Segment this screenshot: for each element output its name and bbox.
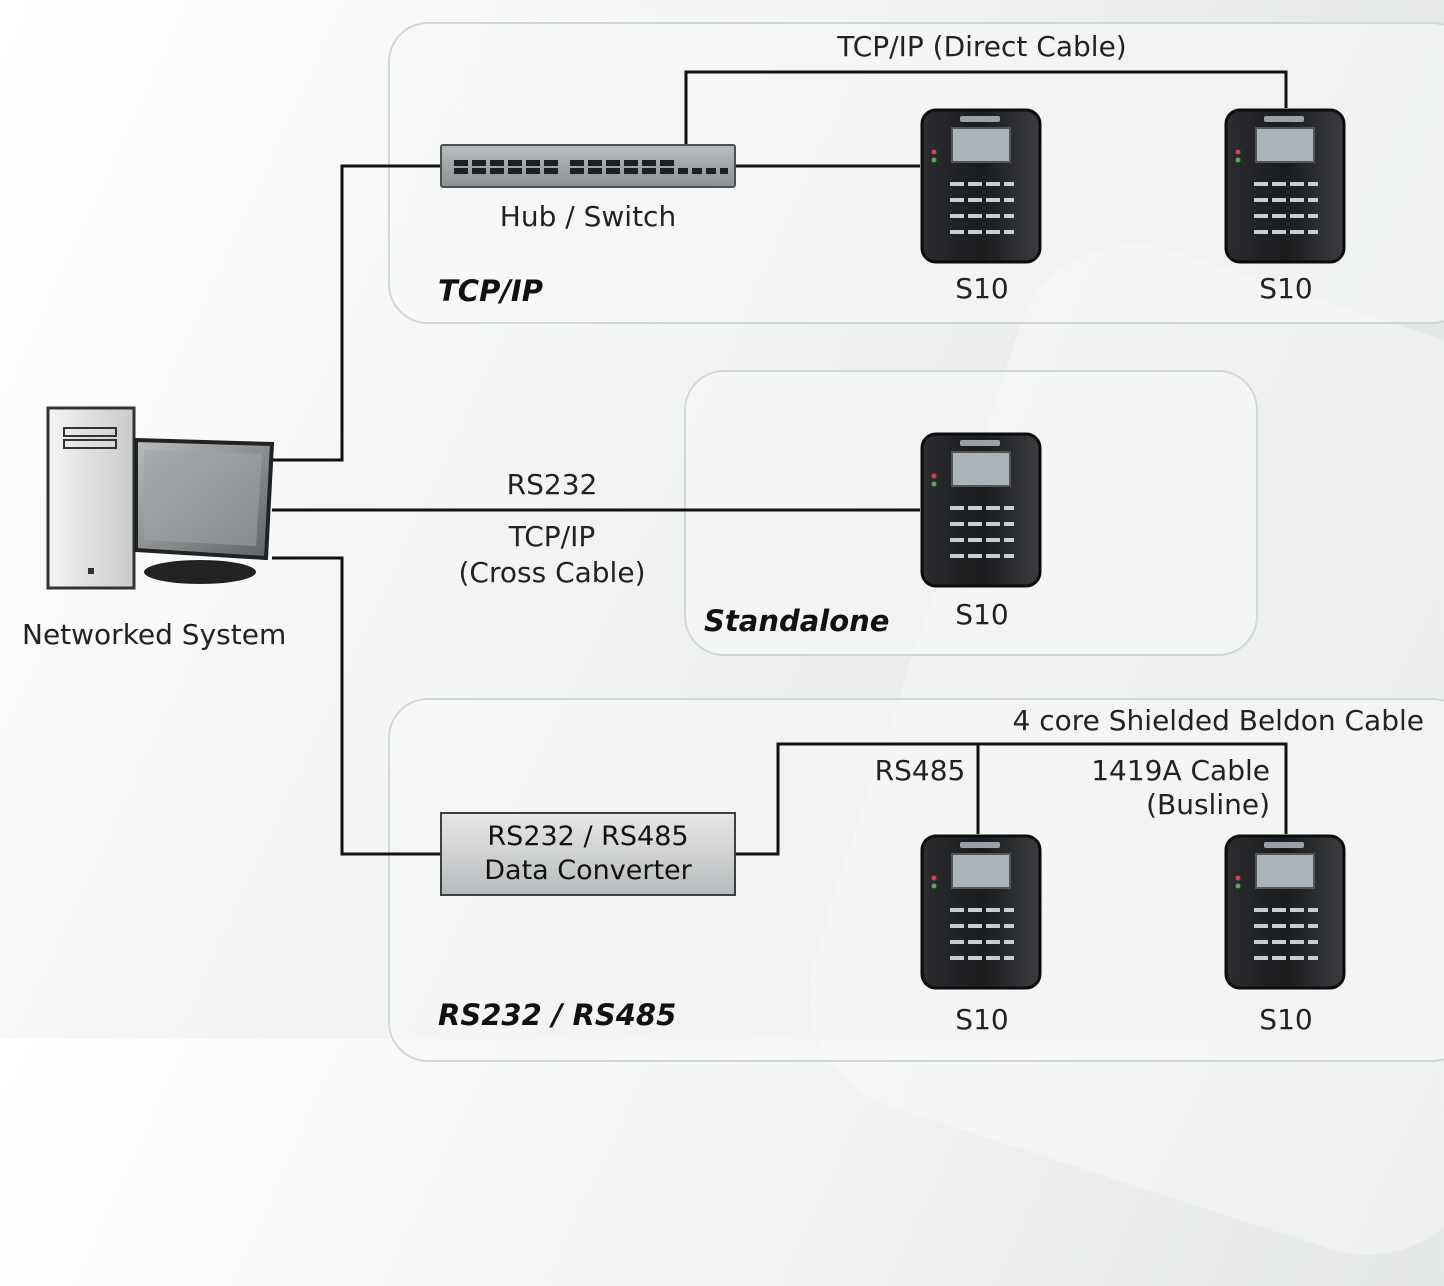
beldon-cable-label: 4 core Shielded Beldon Cable bbox=[1012, 704, 1425, 737]
group-title-rs: RS232 / RS485 bbox=[438, 998, 677, 1032]
hub-switch-icon bbox=[440, 144, 736, 188]
device-label-rs2: S10 bbox=[1259, 1003, 1313, 1036]
wire-direct-cable bbox=[684, 70, 1288, 144]
device-label-tcp1: S10 bbox=[955, 272, 1009, 305]
wire-converter-bus bbox=[736, 742, 1288, 856]
s10-device-icon bbox=[920, 432, 1042, 588]
device-label-rs1: S10 bbox=[955, 1003, 1009, 1036]
computer-label: Networked System bbox=[22, 618, 287, 651]
networked-computer-icon bbox=[40, 400, 280, 590]
data-converter-box: RS232 / RS485 Data Converter bbox=[440, 812, 736, 896]
converter-line1: RS232 / RS485 bbox=[487, 821, 689, 852]
cable-1419-line2: (Busline) bbox=[1146, 788, 1270, 821]
s10-device-icon bbox=[1224, 834, 1346, 990]
group-title-tcpip: TCP/IP bbox=[438, 274, 543, 308]
cable-1419-line1: 1419A Cable bbox=[1091, 754, 1270, 787]
s10-device-icon bbox=[920, 108, 1042, 264]
connection-wires bbox=[272, 70, 1288, 856]
cross-cable-line2: (Cross Cable) bbox=[458, 556, 646, 589]
s10-device-icon bbox=[920, 834, 1042, 990]
device-label-tcp2: S10 bbox=[1259, 272, 1313, 305]
rs232-label: RS232 bbox=[506, 468, 598, 501]
rs485-label: RS485 bbox=[874, 754, 966, 787]
device-label-standalone: S10 bbox=[955, 598, 1009, 631]
hub-label: Hub / Switch bbox=[499, 200, 677, 233]
s10-device-icon bbox=[1224, 108, 1346, 264]
group-title-standalone: Standalone bbox=[704, 604, 890, 638]
wire-computer-converter bbox=[272, 556, 440, 856]
wire-computer-hub bbox=[272, 164, 440, 462]
converter-line2: Data Converter bbox=[484, 855, 692, 886]
direct-cable-label: TCP/IP (Direct Cable) bbox=[837, 30, 1127, 63]
cross-cable-line1: TCP/IP bbox=[508, 520, 596, 553]
